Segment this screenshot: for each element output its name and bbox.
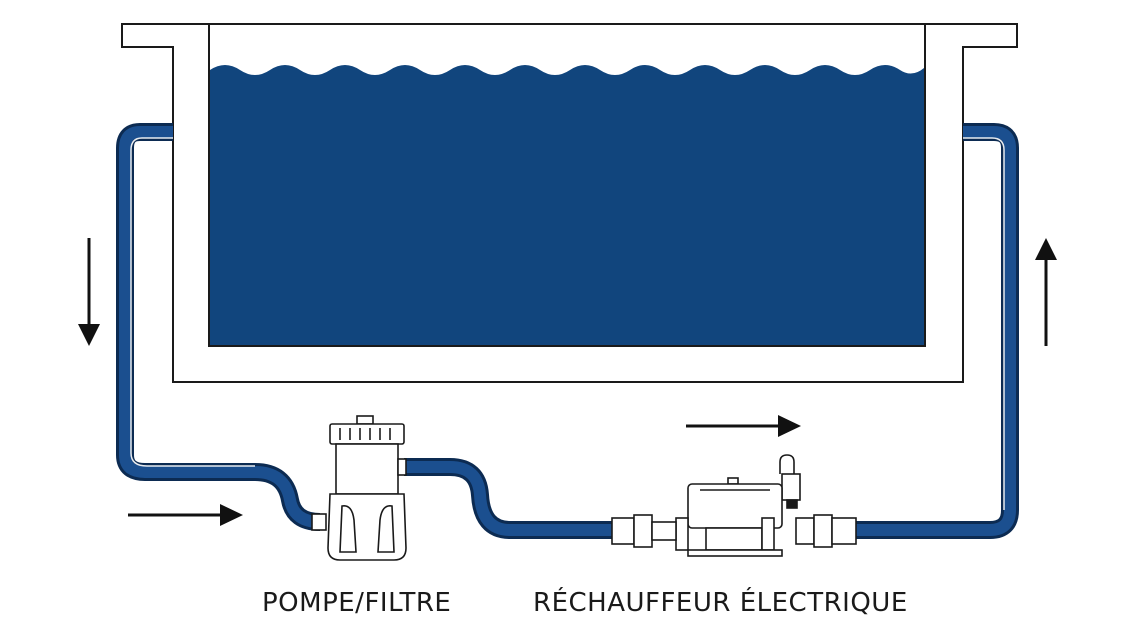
flow-arrow-down — [78, 238, 100, 346]
pump-filter-unit — [311, 415, 407, 561]
flow-arrow-right-upper — [686, 415, 801, 437]
electric-heater-label: RÉCHAUFFEUR ÉLECTRIQUE — [533, 588, 908, 618]
pipe-middle — [404, 458, 612, 539]
flow-arrow-up — [1035, 238, 1057, 346]
pool-water — [210, 65, 924, 345]
pump-filter-label: POMPE/FILTRE — [262, 588, 452, 618]
electric-heater-unit — [611, 454, 857, 557]
flow-arrow-right-lower — [128, 504, 243, 526]
